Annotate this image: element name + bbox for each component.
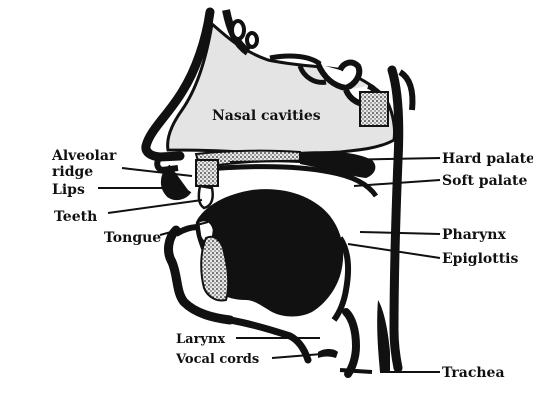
label-hard-palate: Hard palate bbox=[442, 151, 533, 167]
larynx-shape bbox=[346, 312, 356, 374]
trachea-column bbox=[377, 300, 390, 372]
label-nasal-cavities: Nasal cavities bbox=[212, 108, 321, 124]
label-tongue: Tongue bbox=[104, 230, 161, 246]
label-lips: Lips bbox=[52, 182, 85, 198]
label-ridge: ridge bbox=[52, 164, 93, 180]
label-larynx: Larynx bbox=[176, 332, 225, 347]
label-pharynx: Pharynx bbox=[442, 227, 506, 243]
upper-tooth bbox=[199, 186, 213, 208]
label-alveolar: Alveolar bbox=[51, 148, 117, 164]
label-teeth: Teeth bbox=[54, 209, 97, 225]
label-vocal-cords: Vocal cords bbox=[175, 352, 259, 367]
label-trachea: Trachea bbox=[442, 365, 505, 381]
label-soft-palate: Soft palate bbox=[442, 173, 528, 189]
label-epiglottis: Epiglottis bbox=[442, 251, 518, 267]
